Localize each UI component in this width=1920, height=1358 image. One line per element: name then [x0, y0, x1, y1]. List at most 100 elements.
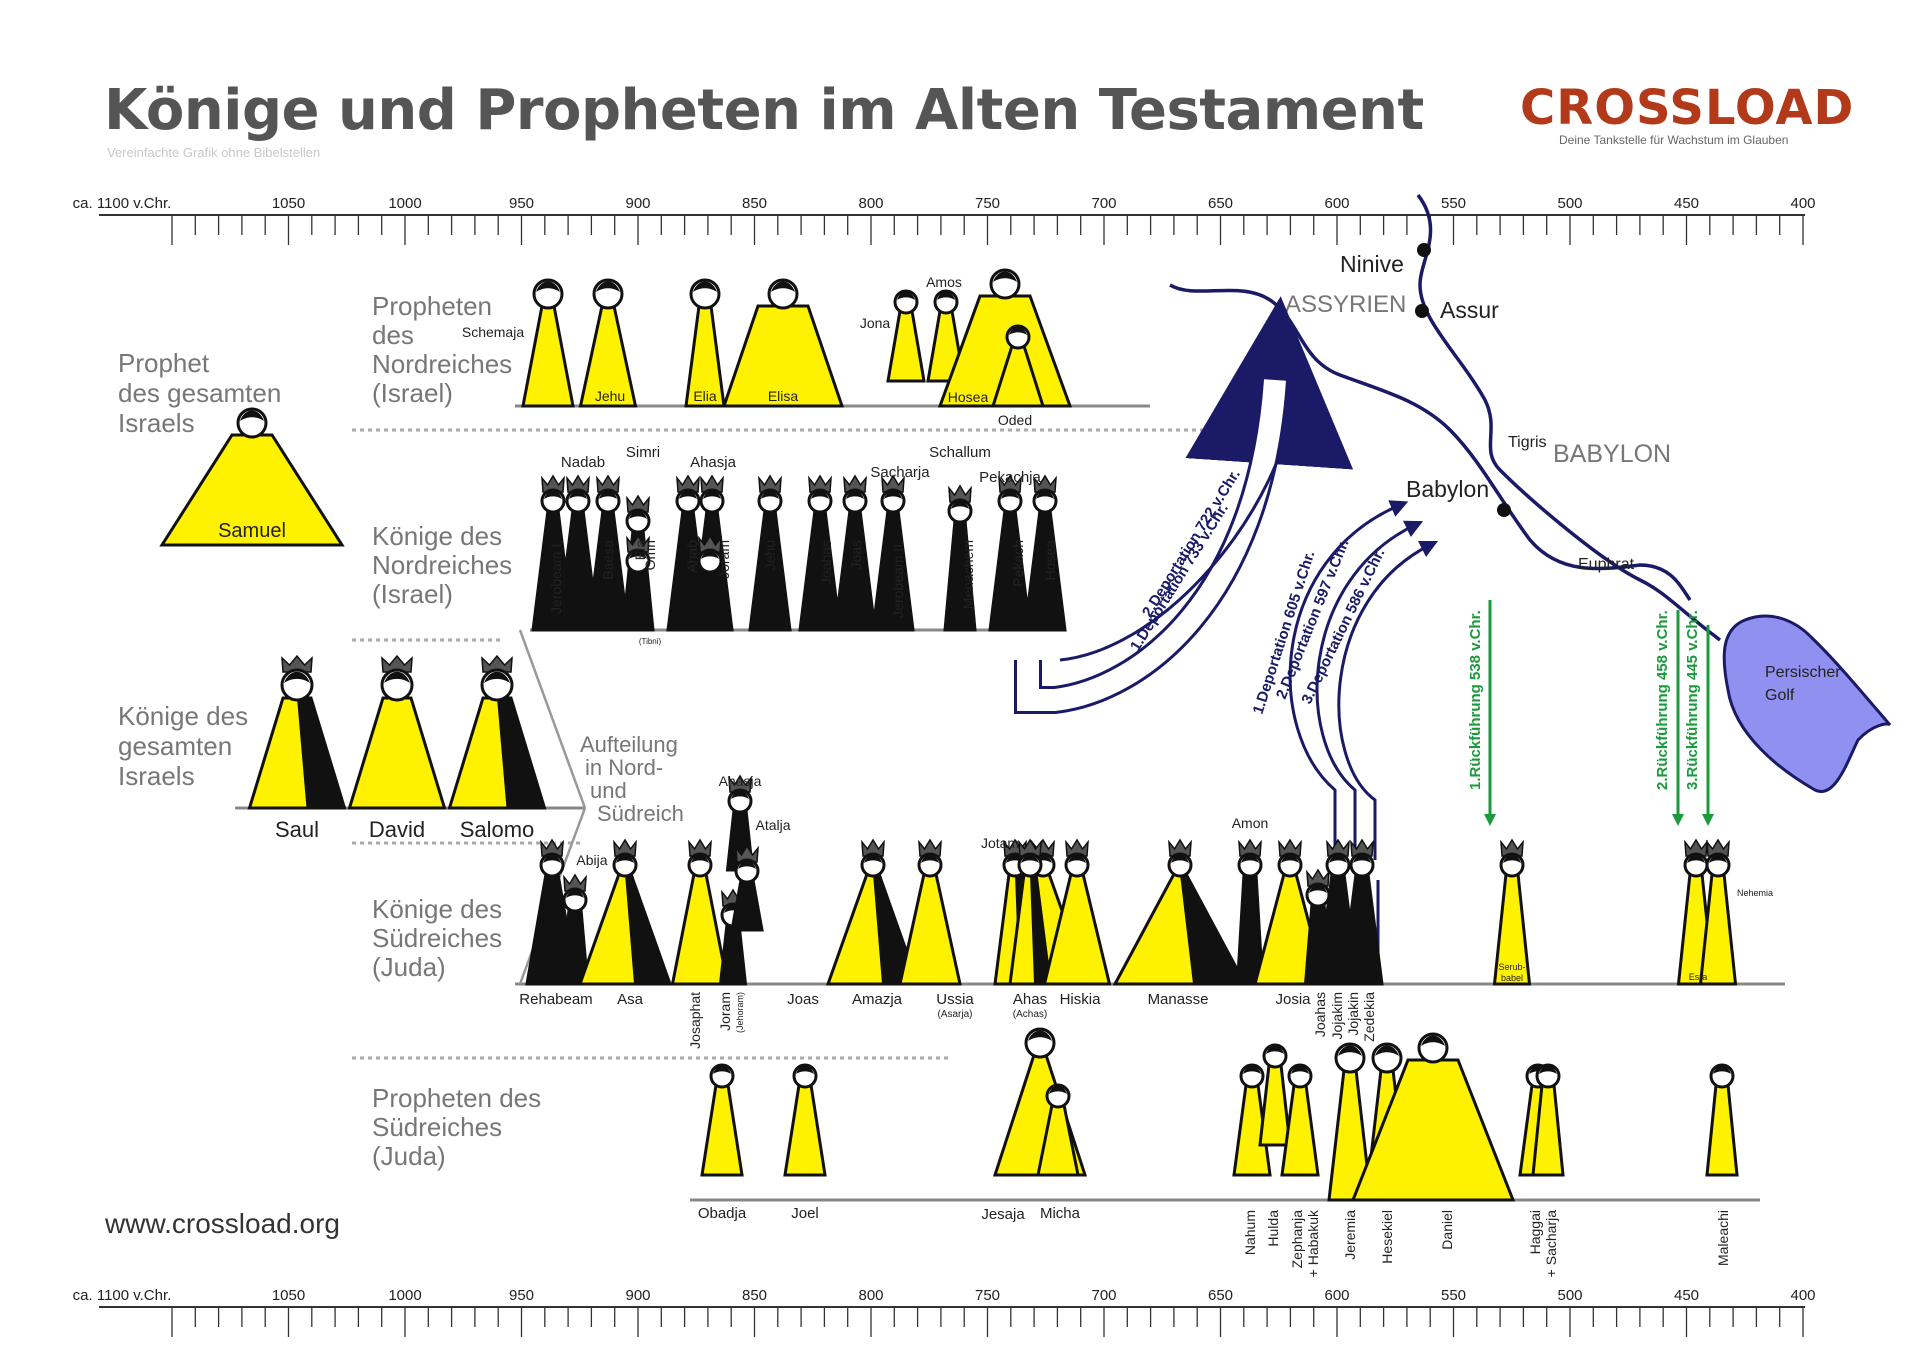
figure-body	[1340, 872, 1384, 986]
timeline-tick-label: 500	[1557, 1287, 1582, 1304]
name-label-asa: Asa	[617, 991, 644, 1008]
crown-icon	[1306, 868, 1330, 887]
figure-body	[730, 878, 764, 932]
timeline-tick-label: 650	[1208, 195, 1233, 212]
timeline-tick-label: 750	[975, 1287, 1000, 1304]
label-return-3: 3.Rückführung 445 v.Chr.	[1684, 610, 1701, 790]
assur-label: Assur	[1440, 297, 1499, 323]
name-label-joram_n: Joram	[716, 540, 732, 579]
name-label-serubbabel_b: babel	[1501, 973, 1523, 983]
page-subtitle: Vereinfachte Grafik ohne Bibelstellen	[107, 145, 321, 160]
name-label-sacharja_p: + Sacharja	[1543, 1210, 1559, 1278]
name-label-baesa: Baesa	[600, 540, 616, 580]
name-label-jerobeam1: Jerobeam I.	[548, 540, 564, 614]
logo-tagline: Deine Tankstelle für Wachstum im Glauben	[1559, 133, 1789, 147]
timeline-tick-label: 500	[1557, 195, 1582, 212]
crown-icon	[758, 474, 782, 493]
figure-body	[700, 1083, 744, 1177]
name-label-joram_s: Joram	[717, 992, 733, 1031]
timeline-tick-label: 450	[1674, 195, 1699, 212]
name-label-josaphat: Josaphat	[687, 992, 703, 1049]
name-label-atalja: Atalja	[755, 817, 790, 833]
timeline-tick-label: 400	[1790, 195, 1815, 212]
name-label-joahas_n: Joahas	[818, 540, 834, 585]
crown-icon	[688, 838, 712, 857]
assyrien-label: ASSYRIEN	[1285, 291, 1406, 318]
crown-icon	[563, 873, 587, 892]
figure-body	[521, 304, 575, 408]
crown-icon	[481, 654, 513, 673]
name-label-amon: Amon	[1232, 815, 1269, 831]
name-label-simri: Simri	[626, 444, 660, 461]
crown-icon	[1326, 838, 1350, 857]
crown-icon	[861, 838, 885, 857]
name-label-josia: Josia	[1275, 991, 1311, 1008]
babylon-region-label: BABYLON	[1553, 440, 1671, 468]
euphrat-label: Euphrat	[1578, 556, 1635, 573]
name-label-ahasja_s: Ahasja	[719, 773, 762, 789]
crown-icon	[1278, 838, 1302, 857]
name-label-ussia: Ussia	[936, 991, 974, 1008]
page-title: Könige und Propheten im Alten Testament	[104, 78, 1424, 143]
figure-body	[347, 696, 447, 810]
timeline-tick-label: 900	[625, 1287, 650, 1304]
name-label-amos: Amos	[926, 274, 962, 290]
name-label-sacharja_k: Sacharja	[870, 464, 930, 481]
name-label-pekach: Pekach	[1010, 540, 1026, 587]
timeline-tick-label: 900	[625, 195, 650, 212]
timeline-tick-label: 750	[975, 195, 1000, 212]
name-label-omri: Omri	[642, 540, 658, 570]
name-label-daniel: Daniel	[1439, 1210, 1455, 1250]
babylon-city-label: Babylon	[1406, 476, 1489, 502]
figures	[159, 268, 1739, 1202]
name-label-asarja: (Asarja)	[937, 1009, 972, 1020]
name-label-ahasja_n: Ahasja	[690, 454, 737, 471]
name-label-oded: Oded	[998, 412, 1032, 428]
name-label-jojakim: Jojakim	[1329, 992, 1345, 1039]
row-separators	[352, 428, 1245, 1060]
name-label-maleachi: Maleachi	[1715, 1210, 1731, 1266]
name-label-jerobeam2: Jerobeam II.	[890, 540, 906, 618]
name-label-hosea_p: Hosea	[948, 389, 989, 405]
timeline-tick-label: 400	[1790, 1287, 1815, 1304]
map-region: Ninive ASSYRIEN Assur Tigris BABYLON Bab…	[1169, 193, 1892, 794]
crown-icon	[1706, 838, 1730, 857]
name-label-zedekia: Zedekia	[1361, 992, 1377, 1042]
crown-icon	[613, 838, 637, 857]
figure-body	[718, 922, 748, 986]
gulf-shape	[1722, 614, 1892, 794]
name-label-nadab: Nadab	[561, 454, 605, 471]
crown-icon	[700, 474, 724, 493]
figure-body	[898, 872, 962, 986]
crown-icon	[1350, 838, 1374, 857]
name-label-david: David	[369, 817, 425, 842]
crown-icon	[1168, 838, 1192, 857]
figure-body	[670, 872, 730, 986]
name-label-manasse: Manasse	[1148, 991, 1209, 1008]
name-label-nehemia: Nehemia	[1737, 888, 1773, 898]
figure-body	[783, 1083, 827, 1177]
crown-icon	[1238, 838, 1262, 857]
crown-icon	[843, 474, 867, 493]
name-label-obadja: Obadja	[698, 1205, 747, 1222]
crown-icon	[808, 474, 832, 493]
name-label-micha: Micha	[1040, 1205, 1081, 1222]
tigris-river	[1416, 193, 1722, 642]
timeline-tick-label: 1000	[388, 1287, 421, 1304]
crossload-logo: CROSSLOAD	[1520, 80, 1855, 136]
name-label-jehu_p: Jehu	[595, 388, 625, 404]
name-label-nahum: Nahum	[1242, 1210, 1258, 1255]
name-label-tibni: (Tibni)	[639, 637, 662, 646]
crown-icon	[626, 534, 650, 553]
name-label-saul: Saul	[275, 817, 319, 842]
timeline-tick-label: 700	[1091, 195, 1116, 212]
timeline-tick-label: 850	[742, 1287, 767, 1304]
